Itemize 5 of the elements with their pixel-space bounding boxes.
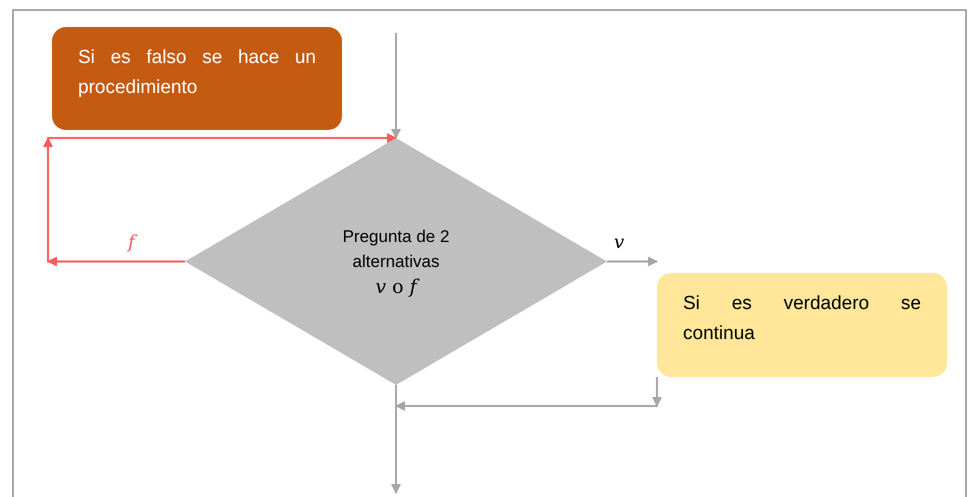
edge-label: f <box>126 233 137 253</box>
process-box: Si es falso se hace un procedimiento <box>52 27 342 130</box>
decision-text: Pregunta de 2 alternativas <box>342 226 450 272</box>
process-box: Si es verdadero se continua <box>657 273 947 377</box>
decision-options: v o f <box>326 274 466 300</box>
